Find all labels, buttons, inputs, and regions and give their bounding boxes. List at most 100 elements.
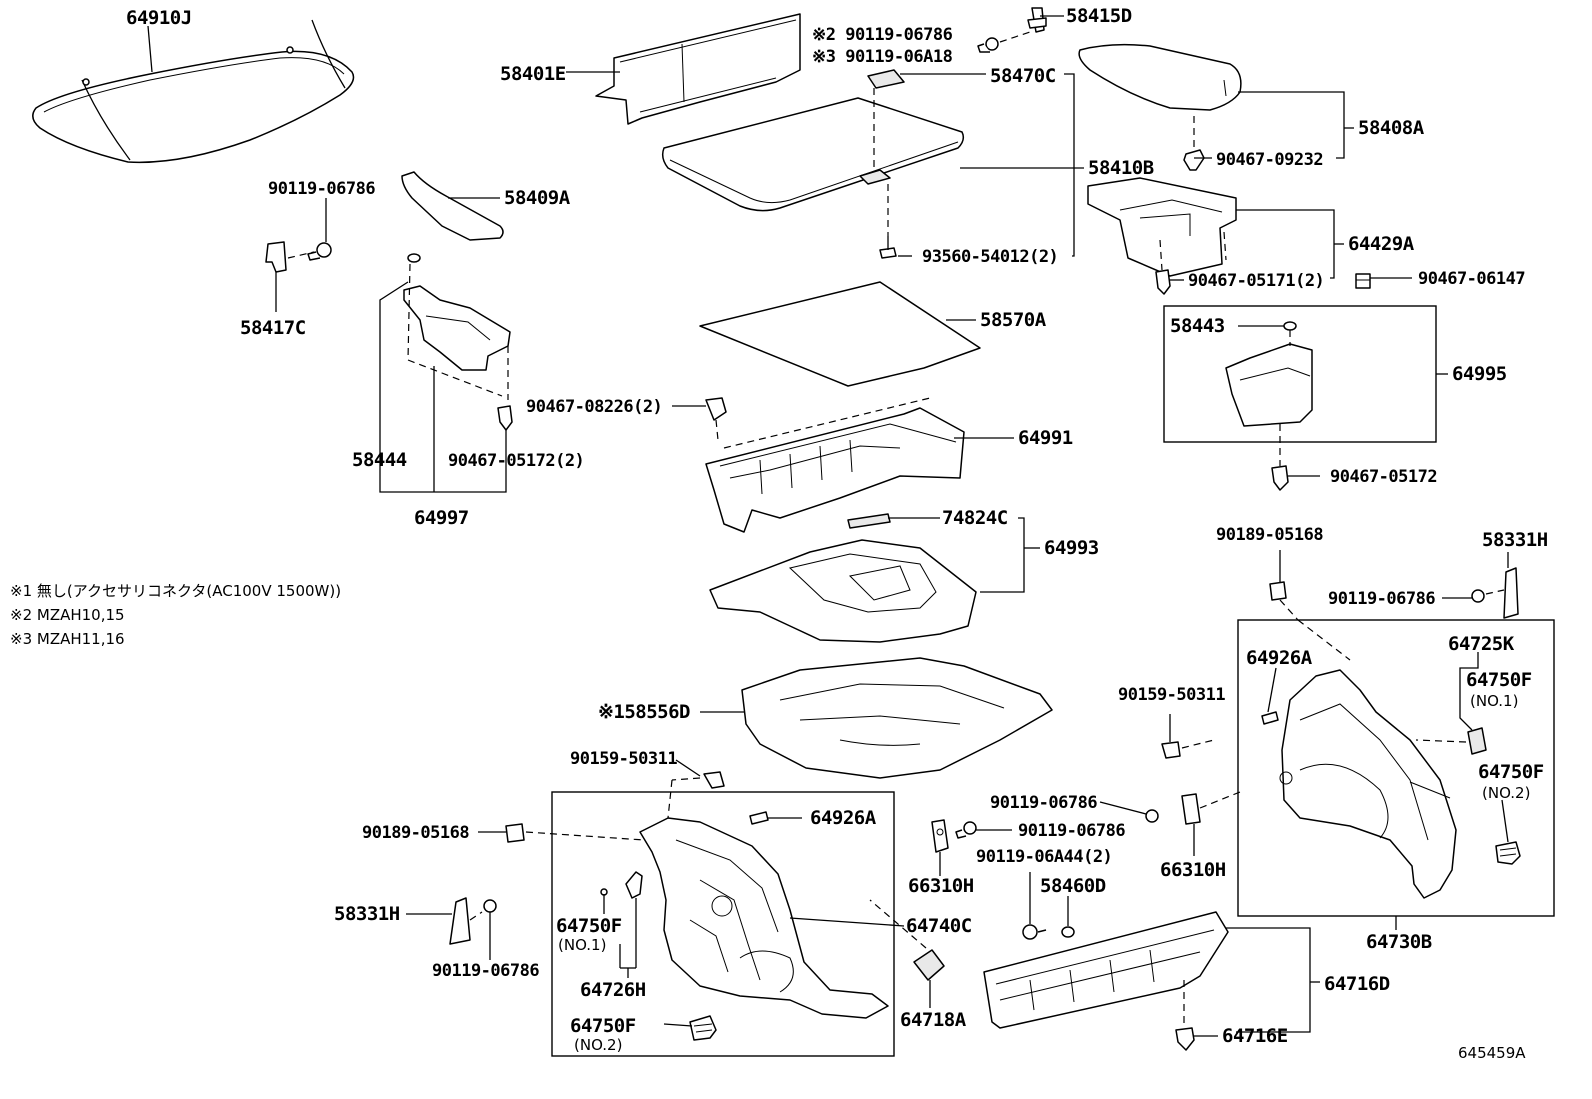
part-58410B-deck-board[interactable] [661,97,965,212]
label-64750F-b: 64750F [1478,761,1544,783]
label-90189-05168-a: 90189-05168 [1216,525,1323,545]
label-64997: 64997 [414,507,469,529]
label-64740C: 64740C [906,915,972,937]
label-90467-09232: 90467-09232 [1216,150,1323,170]
part-58331H-right-bracket[interactable] [1503,567,1519,619]
detail-box-64740C [551,791,895,1057]
label-90119-06786-c: 90119-06786 [990,793,1097,813]
part-58460D-clip[interactable] [1061,900,1075,938]
part-58409A-tray-lid[interactable] [401,171,504,241]
note-2: ※2 MZAH10,15 [10,606,125,624]
part-64716D-scuff-plate[interactable] [983,911,1229,1029]
label-58409A: 58409A [504,187,571,209]
part-64993-lower-tray[interactable] [709,539,977,643]
label-64926A-b: 64926A [810,807,877,829]
part-58331H-left-bracket[interactable] [449,897,483,945]
part-58417C-bracket[interactable] [265,241,315,273]
label-90159-50311-a: 90159-50311 [1118,685,1225,705]
part-90119-06786-left-bolt[interactable] [307,242,332,261]
part-90119-06786-top-bolt[interactable] [977,31,1031,53]
part-90159-50311-left-bolt[interactable] [667,771,725,819]
part-58570A-cargo-mat[interactable] [699,281,981,387]
label-58331H-a: 58331H [1482,529,1548,551]
part-93560-54012-screw[interactable] [873,88,897,259]
part-90159-50311-right-bolt[interactable] [1161,739,1215,759]
part-90119-06786-lower-left-bolt[interactable] [483,899,497,960]
part-90189-05168-right-clip[interactable] [1269,581,1351,661]
label-58331H-b: 58331H [334,903,400,925]
label-90119-06A44: 90119-06A44(2) [976,847,1112,867]
part-64750F-no1-left-hook[interactable] [600,871,643,899]
part-64995-storage-box[interactable] [1225,321,1313,466]
part-90467-05171-clip[interactable] [1155,269,1171,295]
label-58460D: 58460D [1040,875,1106,897]
part-90119-06786-center-bolt[interactable] [955,821,977,839]
label-64991: 64991 [1018,427,1073,449]
part-64926A-right-clip[interactable] [1261,711,1279,725]
leader-lines [147,15,1509,1037]
label-90119-06786-d: 90119-06786 [1018,821,1125,841]
part-90467-09232-clip[interactable] [1183,116,1205,171]
part-90119-06A44-bolt[interactable] [1022,872,1047,940]
part-90119-06786-right-lower-bolt[interactable] [1145,809,1159,823]
label-64926A-a: 64926A [1246,647,1313,669]
part-90467-06147-clip[interactable] [1355,273,1371,289]
label-64750F-a: 64750F [1466,669,1532,691]
part-90189-05168-left-clip[interactable] [505,823,645,843]
label-64910J: 64910J [126,7,192,29]
label-64429A: 64429A [1348,233,1415,255]
part-90467-08226-clip[interactable] [705,397,727,441]
part-58408A-side-board[interactable] [1078,43,1242,111]
label-64726H: 64726H [580,979,646,1001]
label-90119-06786-note2: ※2 90119-06786 [812,25,953,45]
label-64995: 64995 [1452,363,1507,385]
label-58401E: 58401E [500,63,566,85]
part-74824C-strip[interactable] [847,513,891,529]
part-64997-left-tray[interactable] [403,253,511,400]
part-58470C-cap[interactable] [867,69,905,89]
part-64926A-left-clip[interactable] [749,811,769,825]
label-66310H-a: 66310H [908,875,974,897]
part-64429A-right-tray[interactable] [1087,177,1237,277]
label-90467-05172: 90467-05172 [1330,467,1437,487]
part-64991-frame[interactable] [705,397,965,533]
label-64750F-d: 64750F [570,1015,636,1037]
part-66310H-left-hook[interactable] [931,819,949,853]
part-58401E-partition-board[interactable] [595,13,801,125]
label-90119-06786-b: 90119-06786 [1328,589,1435,609]
part-64750F-no2-left-fastener[interactable] [689,1015,717,1041]
label-58443: 58443 [1170,315,1225,337]
part-90467-05172-clip-left[interactable] [497,405,513,431]
part-58556D-floor-panel[interactable] [741,657,1053,779]
label-90119-06786-e: 90119-06786 [432,961,539,981]
part-64716E-clip[interactable] [1175,980,1195,1051]
label-90467-05171: 90467-05171(2) [1188,271,1324,291]
label-64750F-c-no: (NO.1) [558,936,606,954]
note-1: ※1 無し(アクセサリコネクタ(AC100V 1500W)) [10,582,341,600]
label-64725K: 64725K [1448,633,1515,655]
part-64730B-right-side-trim[interactable] [1279,669,1457,899]
part-90119-06786-right-bolt[interactable] [1471,589,1505,603]
label-58556D: ※158556D [598,701,690,723]
label-58470C: 58470C [990,65,1056,87]
label-64716D: 64716D [1324,973,1390,995]
diagram-id: 645459A [1458,1044,1526,1062]
part-64910J-tonneau-cover[interactable] [32,19,355,164]
label-64730B: 64730B [1366,931,1432,953]
note-3: ※3 MZAH11,16 [10,630,125,648]
part-64718A-bracket[interactable] [869,899,945,981]
part-64725K-hook[interactable] [1415,727,1487,755]
label-64718A: 64718A [900,1009,967,1031]
label-58570A: 58570A [980,309,1047,331]
label-90467-06147: 90467-06147 [1418,269,1525,289]
label-64750F-c: 64750F [556,915,622,937]
part-90467-05172-clip-right[interactable] [1271,465,1289,491]
label-64750F-a-no: (NO.1) [1470,692,1518,710]
label-64716E: 64716E [1222,1025,1288,1047]
part-64740C-left-side-trim[interactable] [639,817,889,1019]
part-64750F-no2-right-fastener[interactable] [1495,841,1521,865]
part-66310H-right-hook[interactable] [1181,791,1241,825]
label-74824C: 74824C [942,507,1008,529]
part-58415D-bracket[interactable] [1027,7,1047,33]
